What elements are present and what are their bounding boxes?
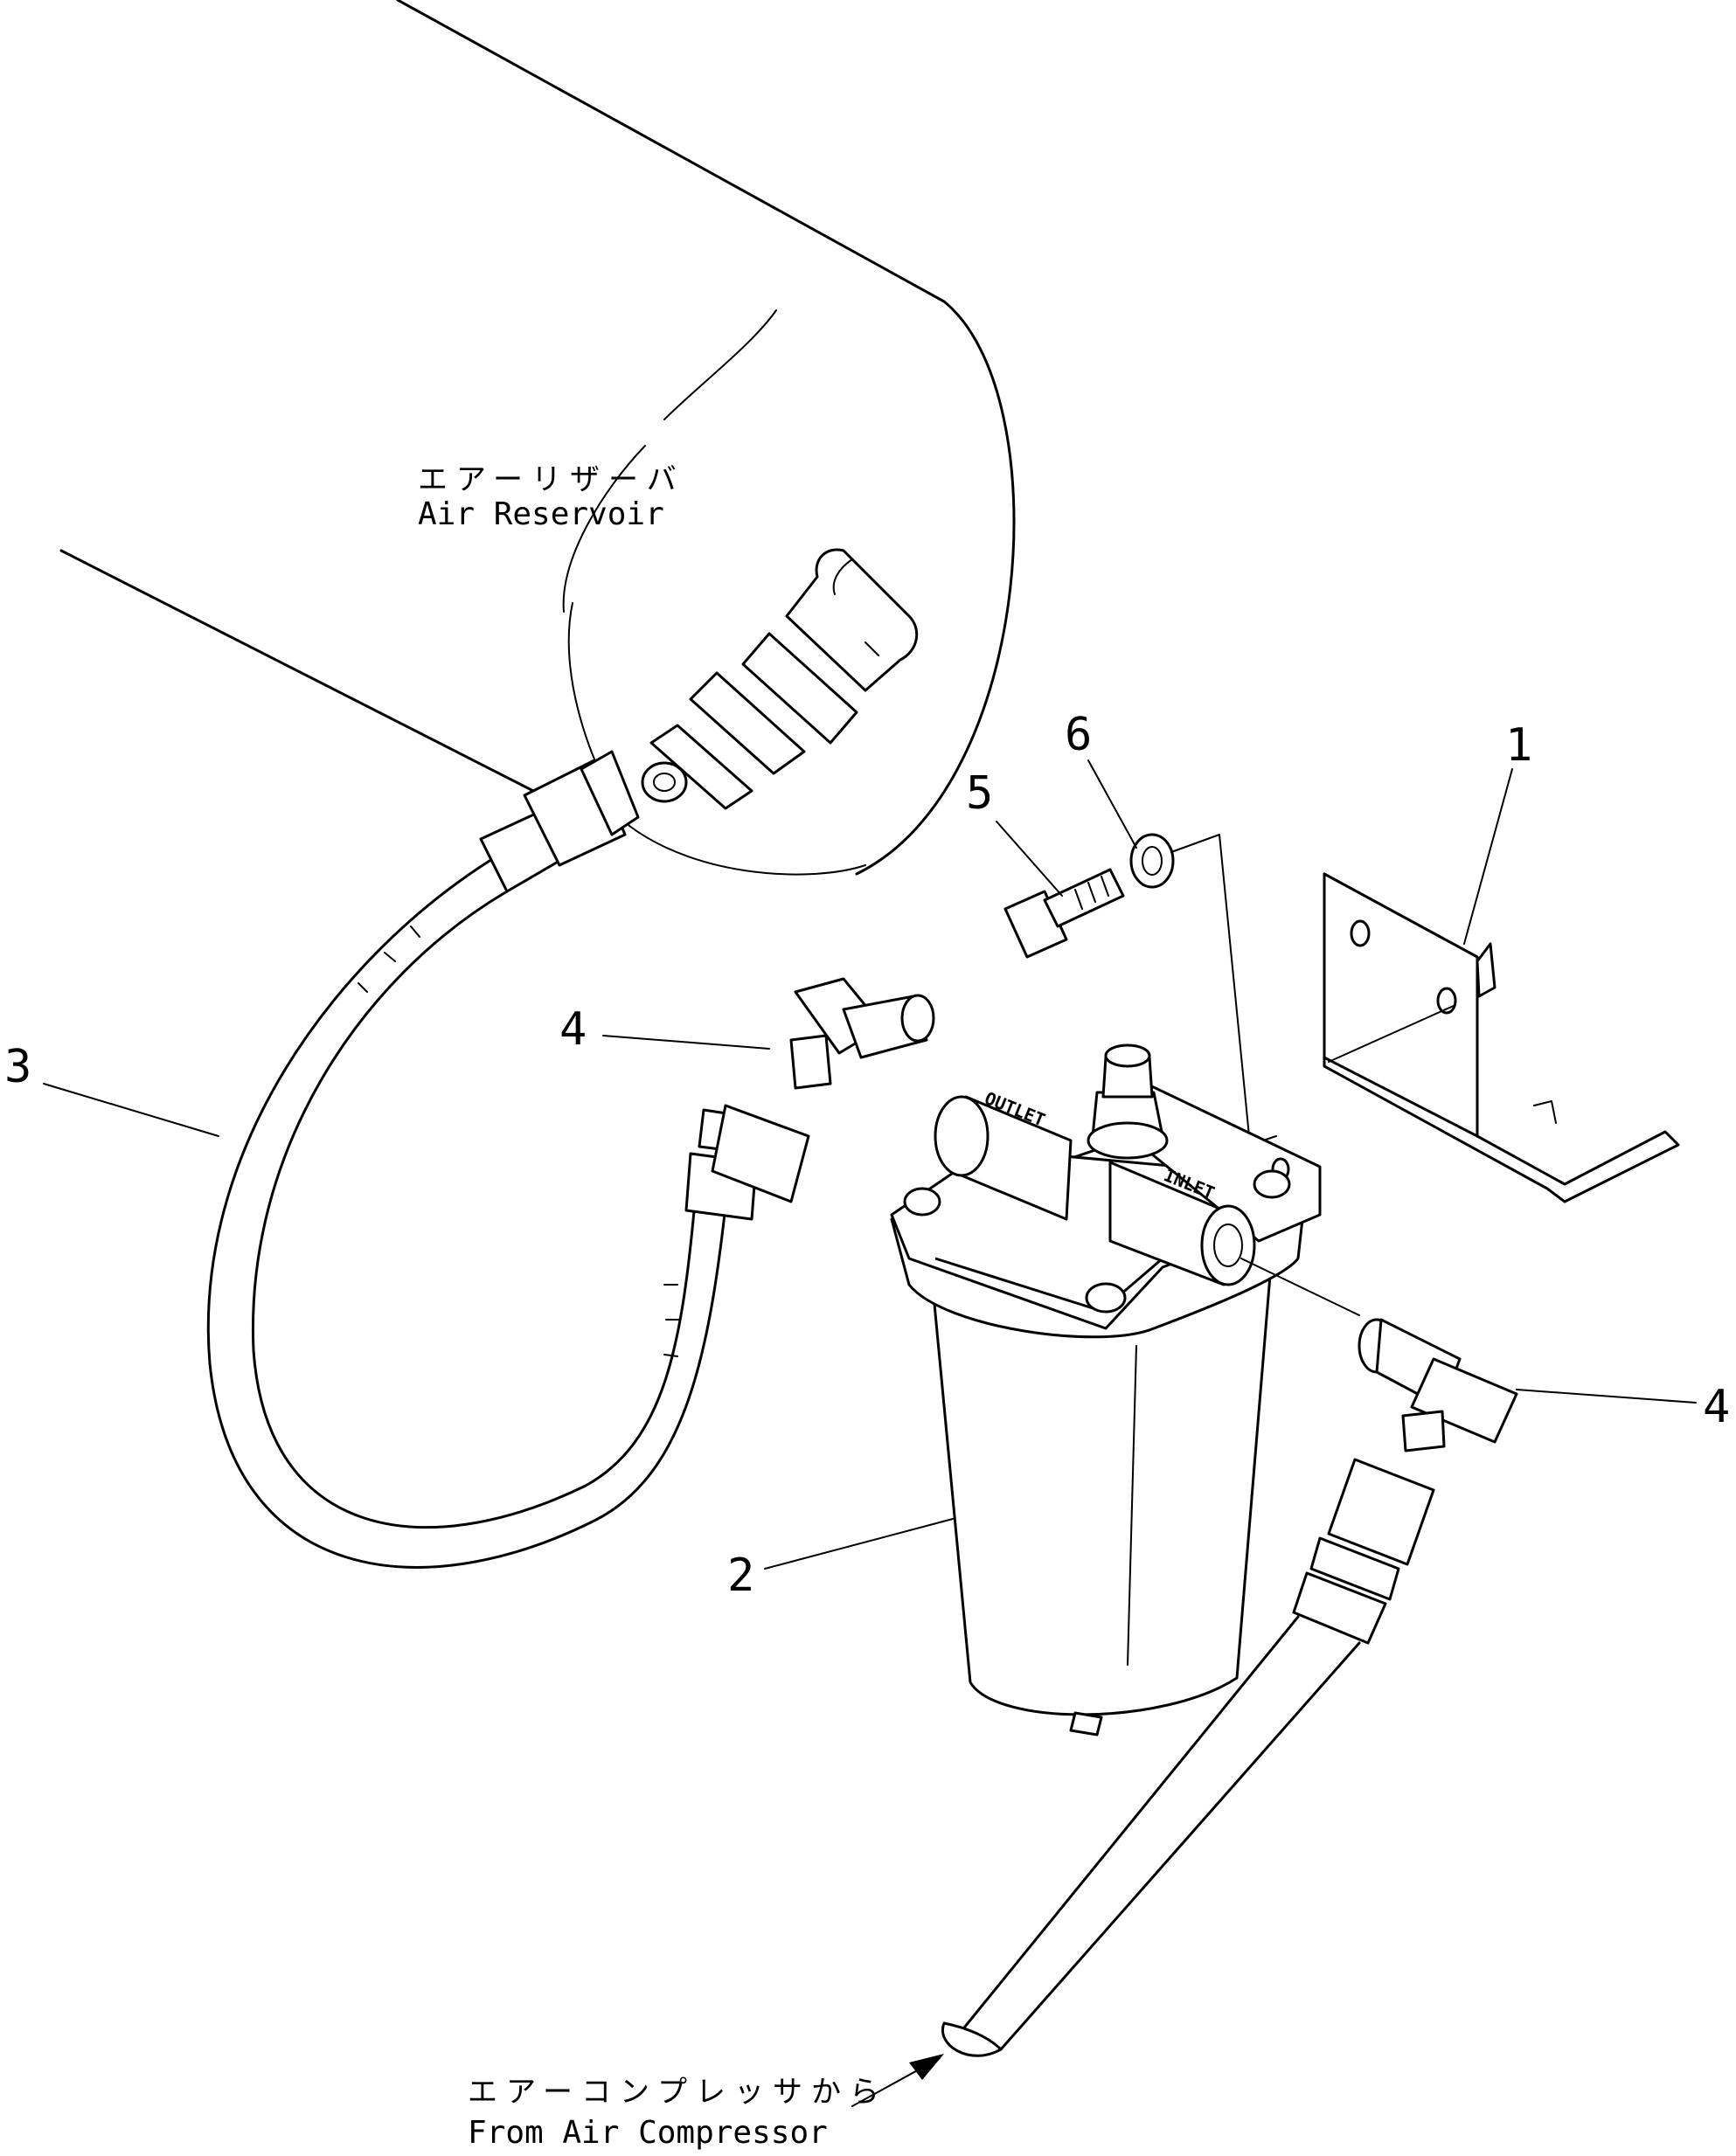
leader-2 — [764, 1518, 954, 1570]
leader-5 — [996, 821, 1063, 897]
leader-4-left — [602, 1035, 770, 1050]
air-reservoir-tank — [59, 0, 1016, 876]
hose-assembly — [206, 750, 810, 1569]
inlet-assembly-line — [1240, 1258, 1360, 1316]
tank-connector-fitting — [641, 548, 919, 810]
bracket-assembly-line — [1328, 1004, 1456, 1063]
leader-4-right — [1516, 1389, 1697, 1404]
air-filter: OUTLET INLET — [890, 1043, 1322, 1737]
air-reservoir-label-jp: エアーリザーバ — [418, 462, 685, 497]
inlet-port: INLET — [1108, 1161, 1256, 1286]
top-valve — [1087, 1043, 1169, 1160]
leader-6 — [1087, 759, 1137, 849]
callout-6: 6 — [1065, 709, 1092, 761]
callout-2: 2 — [727, 1549, 754, 1602]
elbow-fitting-right — [1358, 1318, 1518, 1452]
leader-1 — [1463, 768, 1513, 945]
flow-arrow — [851, 2054, 944, 2107]
bolt — [1003, 868, 1125, 959]
air-compressor-label-jp: エアーコンプレッサから — [468, 2075, 888, 2110]
elbow-fitting-left — [789, 977, 935, 1090]
air-reservoir-label-en: Air Reservoir — [418, 496, 664, 532]
outlet-port: OUTLET — [934, 1087, 1073, 1221]
compressor-hose — [941, 1458, 1435, 2057]
air-compressor-label-en: From Air Compressor — [468, 2115, 828, 2151]
lock-washer — [1129, 833, 1175, 889]
callout-3: 3 — [4, 1041, 31, 1093]
callout-4-left: 4 — [559, 1003, 587, 1056]
callout-5: 5 — [966, 767, 993, 820]
callout-1: 1 — [1505, 719, 1532, 772]
detail-inset-circle — [567, 548, 919, 876]
assembly-line — [1170, 834, 1277, 1146]
bracket — [1323, 872, 1680, 1203]
leader-3 — [43, 1083, 219, 1137]
callout-4-right: 4 — [1703, 1381, 1730, 1433]
